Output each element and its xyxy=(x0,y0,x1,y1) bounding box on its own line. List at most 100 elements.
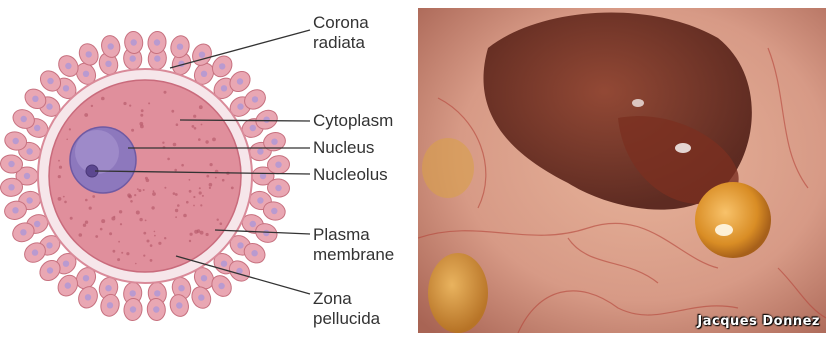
corona-cell-nucleus xyxy=(130,55,136,61)
cytoplasm-granule xyxy=(189,179,191,181)
cytoplasm-granule xyxy=(129,196,131,198)
corona-cell-nucleus xyxy=(83,275,89,281)
cytoplasm-granule xyxy=(194,127,197,130)
cytoplasm-granule xyxy=(205,140,208,143)
cytoplasm-granule xyxy=(137,188,139,190)
corona-cell-nucleus xyxy=(250,221,256,227)
corona-cell-nucleus xyxy=(32,249,38,255)
tissue-highlight-2 xyxy=(632,99,644,107)
corona-cell-nucleus xyxy=(107,302,113,308)
cytoplasm-granule xyxy=(231,187,234,190)
cytoplasm-granule xyxy=(79,233,83,237)
cytoplasm-granule xyxy=(199,187,201,189)
corona-cell-nucleus xyxy=(105,285,111,291)
cytoplasm-granule xyxy=(175,209,178,212)
zona-pellucida-label: Zona pellucida xyxy=(313,289,380,329)
corona-cell-nucleus xyxy=(201,71,207,77)
corona-cell-nucleus xyxy=(65,63,71,69)
plasma-membrane-line-1: Plasma xyxy=(313,225,394,245)
corona-cell-nucleus xyxy=(257,148,263,154)
corona-cell-nucleus xyxy=(63,85,69,91)
cytoplasm-granule xyxy=(64,201,67,204)
corona-cell-nucleus xyxy=(20,229,26,235)
corona-cell-nucleus xyxy=(199,52,205,58)
cytoplasm-granule xyxy=(134,194,136,196)
cytoplasm-granule xyxy=(154,235,156,237)
oocyte-diagram: Corona radiata Cytoplasm Nucleus Nucleol… xyxy=(0,0,418,339)
corona-cell-nucleus xyxy=(130,290,136,296)
corona-cell-nucleus xyxy=(26,197,32,203)
corona-cell-nucleus xyxy=(257,197,263,203)
cytoplasm-granule xyxy=(181,164,184,167)
cytoplasm-granule xyxy=(198,138,201,141)
tissue-highlight-1 xyxy=(675,143,691,153)
corona-cell-nucleus xyxy=(271,139,277,145)
cytoplasm-granule xyxy=(91,105,93,107)
corona-cell-nucleus xyxy=(12,207,18,213)
photo-illustration xyxy=(418,8,826,333)
cytoplasm-granule xyxy=(199,105,203,109)
cytoplasm-granule xyxy=(85,221,88,224)
cytoplasm-granule xyxy=(100,228,103,231)
cytoplasm-granule xyxy=(130,200,133,203)
lower-left-follicle xyxy=(428,253,488,333)
corona-cell-nucleus xyxy=(237,103,243,109)
corona-cell-nucleus xyxy=(34,125,40,131)
cytoplasm-granule xyxy=(138,189,141,192)
corona-cell-nucleus xyxy=(221,261,227,267)
corona-cell-nucleus xyxy=(83,71,89,77)
cytoplasm-granule xyxy=(136,211,140,215)
cytoplasm-granule xyxy=(140,114,143,117)
cytoplasm-granule xyxy=(58,175,61,178)
cytoplasm-granule xyxy=(210,163,213,166)
corona-cell-nucleus xyxy=(250,125,256,131)
cytoplasm-granule xyxy=(173,192,176,195)
cytoplasm-granule xyxy=(129,105,131,107)
cytoplasm-granule xyxy=(192,125,195,128)
corona-radiata-label: Corona radiata xyxy=(313,13,369,53)
cytoplasm-granule xyxy=(167,158,170,161)
cytoplasm-granule xyxy=(66,139,68,141)
cytoplasm-granule xyxy=(140,125,144,129)
corona-cell-nucleus xyxy=(21,116,27,122)
cytoplasm-granule xyxy=(131,129,134,132)
released-egg xyxy=(695,182,771,258)
cytoplasm-granule xyxy=(59,166,62,169)
corona-cell-nucleus xyxy=(65,282,71,288)
corona-cell-nucleus xyxy=(46,242,52,248)
nucleolus-label: Nucleolus xyxy=(313,165,388,185)
plasma-membrane-label: Plasma membrane xyxy=(313,225,394,265)
cytoplasm-granule xyxy=(206,233,209,236)
nucleolus-text: Nucleolus xyxy=(313,165,388,185)
cytoplasm-granule xyxy=(193,115,196,118)
corona-cell-nucleus xyxy=(153,306,159,312)
nucleus-label: Nucleus xyxy=(313,138,374,158)
cytoplasm-granule xyxy=(95,235,98,238)
cytoplasm-granule xyxy=(92,195,95,198)
cytoplasm-granule xyxy=(199,191,202,194)
cytoplasm-granule xyxy=(202,195,204,197)
cytoplasm-granule xyxy=(126,252,129,255)
nucleus-text: Nucleus xyxy=(313,138,374,158)
cytoplasm-granule xyxy=(193,196,195,198)
corona-cell-nucleus xyxy=(177,44,183,50)
corona-cell-nucleus xyxy=(275,162,281,168)
corona-cell-nucleus xyxy=(130,306,136,312)
cytoplasm-granule xyxy=(164,91,167,94)
cytoplasm-granule xyxy=(171,110,174,113)
cytoplasm-granule xyxy=(175,193,178,196)
corona-cell-nucleus xyxy=(154,55,160,61)
corona-cell-nucleus xyxy=(85,294,91,300)
cytoplasm-granule xyxy=(193,205,195,207)
cytoplasm-text: Cytoplasm xyxy=(313,111,393,131)
cytoplasm-granule xyxy=(162,142,164,144)
cytoplasm-granule xyxy=(63,196,65,198)
cytoplasm-granule xyxy=(183,214,187,218)
corona-cell-nucleus xyxy=(63,261,69,267)
cytoplasm-granule xyxy=(146,179,150,183)
cytoplasm-granule xyxy=(135,263,137,265)
corona-cell-nucleus xyxy=(219,63,225,69)
cytoplasm-granule xyxy=(201,124,203,126)
corona-cell-nucleus xyxy=(176,302,182,308)
